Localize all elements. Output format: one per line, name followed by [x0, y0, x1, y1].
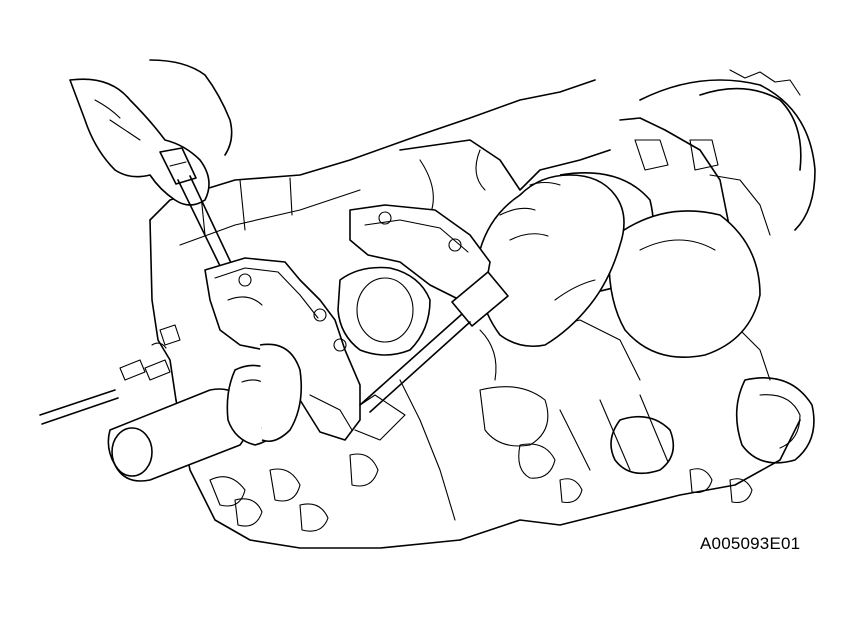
camshaft: [337, 204, 491, 356]
camshaft-end: [39, 343, 303, 482]
right-hand: [479, 174, 625, 348]
cylinder-block: [149, 79, 815, 549]
left-hand: [69, 59, 233, 206]
figure-reference-code: A005093E01: [700, 534, 801, 553]
right-screwdriver: [359, 271, 509, 413]
left-screwdriver: [159, 147, 233, 271]
timing-pulley: [619, 69, 816, 236]
